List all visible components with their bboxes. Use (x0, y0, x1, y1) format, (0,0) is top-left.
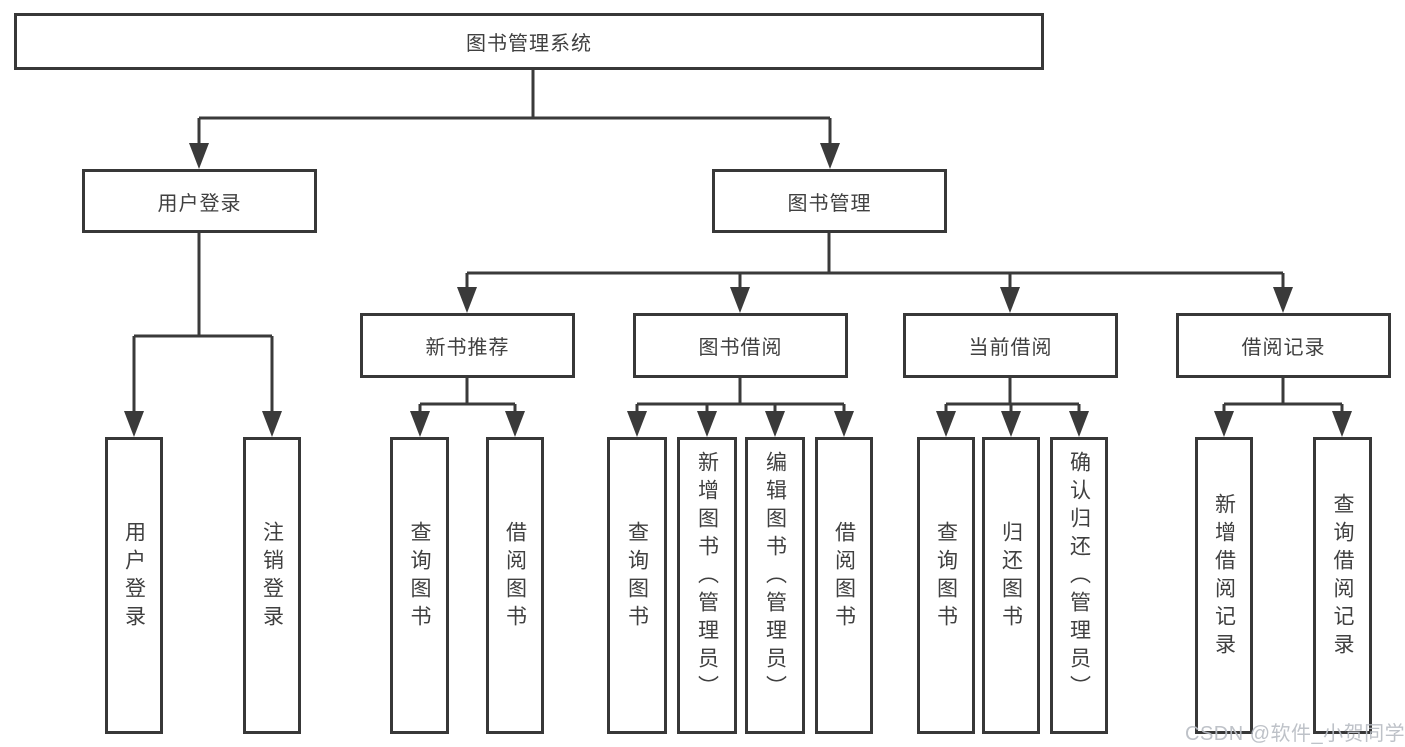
arrow-icon (765, 411, 785, 437)
connector-lines (132, 70, 1344, 412)
node-leaf-logout: 注销登录 (243, 437, 301, 734)
node-borrowing-records: 借阅记录 (1176, 313, 1391, 378)
node-leaf-cb-return-books-label: 归还图书 (999, 520, 1023, 633)
node-leaf-cb-confirm-return-admin: 确认归还（管理员） (1050, 437, 1108, 734)
node-leaf-cb-query-books: 查询图书 (917, 437, 975, 734)
node-leaf-bb-add-books-admin: 新增图书（管理员） (677, 437, 737, 734)
arrow-icon (1069, 411, 1089, 437)
node-leaf-bb-borrow-books-label: 借阅图书 (832, 520, 856, 633)
arrow-icon (505, 411, 525, 437)
connector-book-borrowing-branch (635, 378, 846, 412)
node-new-book-recommend-label: 新书推荐 (425, 337, 510, 359)
node-leaf-bb-borrow-books: 借阅图书 (815, 437, 873, 734)
node-leaf-cb-confirm-return-admin-label: 确认归还（管理员） (1067, 450, 1091, 703)
arrow-icon (627, 411, 647, 437)
arrow-icon (834, 411, 854, 437)
node-user-login-module-label: 用户登录 (157, 192, 242, 215)
node-leaf-nbr-borrow-books: 借阅图书 (486, 437, 544, 734)
arrow-icon (457, 287, 477, 313)
connector-root-to-level2 (197, 70, 832, 144)
connector-book-management-branch (465, 233, 1285, 288)
arrow-icon (820, 143, 840, 169)
arrow-icon (1273, 287, 1293, 313)
arrow-icon (697, 411, 717, 437)
node-root-label: 图书管理系统 (466, 33, 592, 55)
node-leaf-br-add-record-label: 新增借阅记录 (1212, 492, 1236, 661)
connector-current-borrowing-branch (944, 378, 1081, 412)
csdn-watermark: CSDN @软件_小贺同学 (1185, 723, 1405, 745)
node-leaf-user-login: 用户登录 (105, 437, 163, 734)
node-leaf-bb-edit-books-admin-label: 编辑图书（管理员） (763, 450, 787, 703)
node-leaf-br-query-record-label: 查询借阅记录 (1331, 492, 1354, 661)
node-leaf-cb-return-books: 归还图书 (982, 437, 1040, 734)
connector-new-book-branch (418, 378, 517, 412)
arrow-icon (1001, 411, 1021, 437)
node-leaf-bb-add-books-admin-label: 新增图书（管理员） (695, 450, 719, 703)
node-book-borrowing-label: 图书借阅 (698, 337, 783, 359)
node-leaf-bb-edit-books-admin: 编辑图书（管理员） (745, 437, 805, 734)
node-leaf-br-query-record: 查询借阅记录 (1313, 437, 1372, 734)
arrow-icon (124, 411, 144, 437)
node-leaf-nbr-borrow-books-label: 借阅图书 (503, 520, 527, 633)
node-leaf-logout-label: 注销登录 (260, 520, 284, 633)
arrowheads (124, 143, 1352, 437)
node-user-login-module: 用户登录 (82, 169, 317, 233)
arrow-icon (936, 411, 956, 437)
node-book-management-label: 图书管理 (787, 192, 872, 215)
arrow-icon (730, 287, 750, 313)
arrow-icon (189, 143, 209, 169)
node-root: 图书管理系统 (14, 13, 1044, 70)
node-leaf-user-login-label: 用户登录 (122, 520, 146, 633)
node-leaf-nbr-query-books: 查询图书 (390, 437, 449, 734)
arrow-icon (1332, 411, 1352, 437)
connector-user-login-branch (132, 233, 274, 412)
node-leaf-cb-query-books-label: 查询图书 (934, 520, 958, 633)
node-leaf-br-add-record: 新增借阅记录 (1195, 437, 1253, 734)
node-new-book-recommend: 新书推荐 (360, 313, 575, 378)
node-current-borrowing: 当前借阅 (903, 313, 1118, 378)
arrow-icon (262, 411, 282, 437)
node-book-borrowing: 图书借阅 (633, 313, 848, 378)
node-book-management: 图书管理 (712, 169, 947, 233)
arrow-icon (1214, 411, 1234, 437)
node-leaf-bb-query-books: 查询图书 (607, 437, 667, 734)
connector-records-branch (1222, 378, 1344, 412)
node-current-borrowing-label: 当前借阅 (968, 337, 1053, 359)
arrow-icon (410, 411, 430, 437)
node-leaf-bb-query-books-label: 查询图书 (625, 520, 649, 633)
node-borrowing-records-label: 借阅记录 (1241, 337, 1326, 359)
node-leaf-nbr-query-books-label: 查询图书 (408, 520, 431, 633)
arrow-icon (1000, 287, 1020, 313)
